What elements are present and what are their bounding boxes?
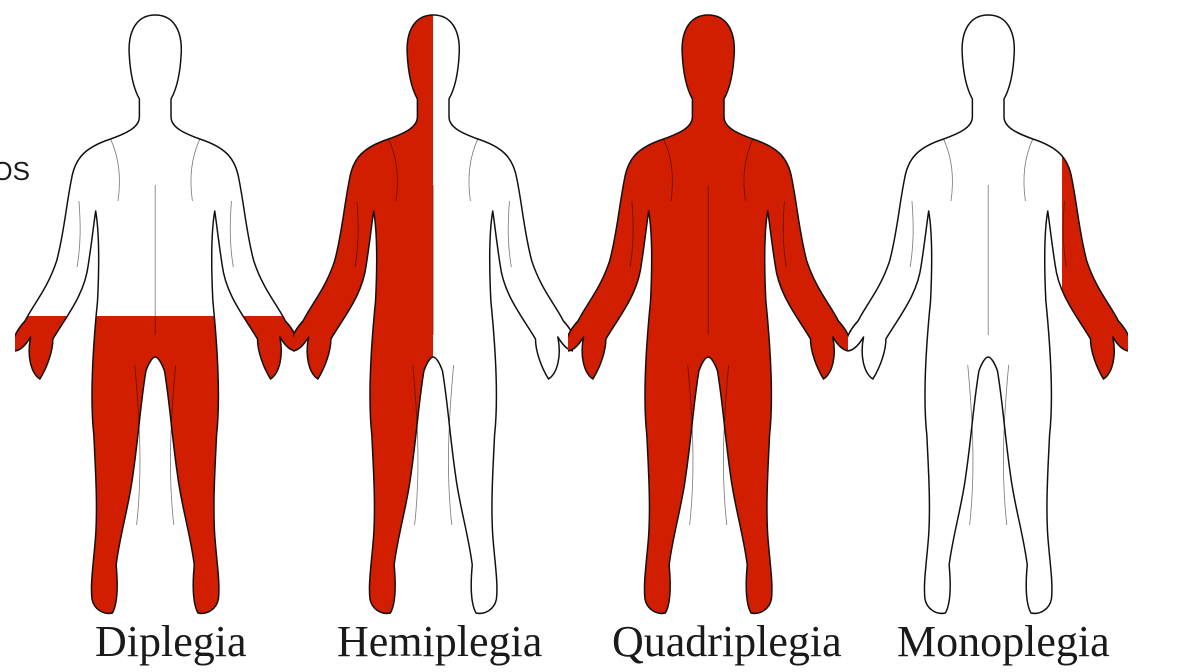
affected-region bbox=[15, 316, 295, 630]
body-quadriplegia bbox=[568, 0, 848, 630]
label-diplegia: Diplegia bbox=[95, 620, 247, 664]
figure-diplegia bbox=[15, 0, 295, 630]
affected-region bbox=[293, 0, 433, 630]
affected-region bbox=[1062, 130, 1128, 390]
label-quadriplegia: Quadriplegia bbox=[612, 620, 842, 664]
label-monoplegia: Monoplegia bbox=[897, 620, 1110, 664]
figure-monoplegia bbox=[848, 0, 1128, 630]
body-hemiplegia bbox=[293, 0, 573, 630]
body-monoplegia bbox=[848, 0, 1128, 630]
label-hemiplegia: Hemiplegia bbox=[337, 620, 542, 664]
figure-hemiplegia bbox=[293, 0, 573, 630]
body-diplegia bbox=[15, 0, 295, 630]
figure-quadriplegia bbox=[568, 0, 848, 630]
